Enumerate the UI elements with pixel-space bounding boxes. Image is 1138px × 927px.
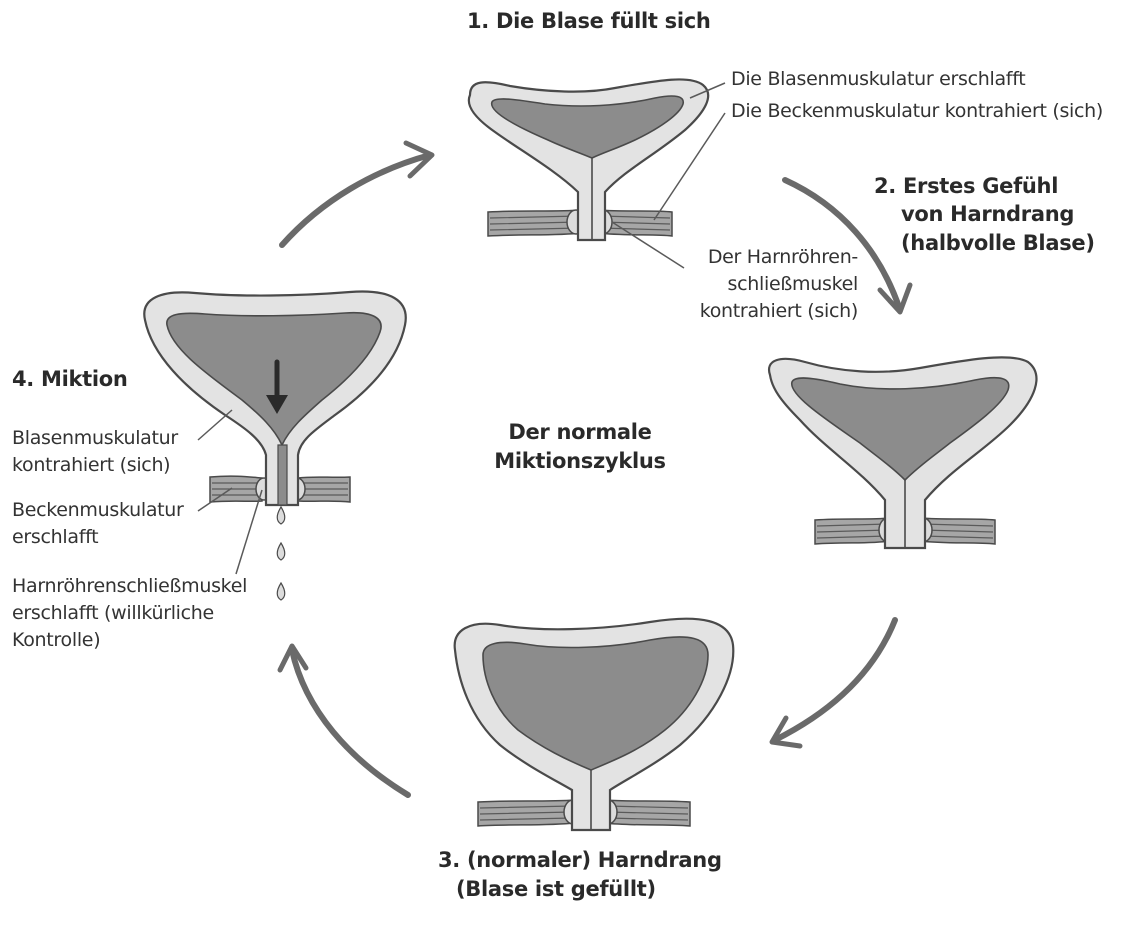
bladder-1-filling	[469, 79, 708, 240]
bladder-3-full	[455, 619, 734, 830]
stage-4-callout-bladder-muscle: Blasenmuskulatur kontrahiert (sich)	[12, 425, 178, 479]
leader-line-4a	[198, 410, 232, 440]
stage-2-heading-line: (halbvolle Blase)	[874, 229, 1095, 257]
urine-drops-4	[277, 507, 285, 600]
center-title-line: Miktionszyklus	[480, 447, 680, 476]
stage-1-heading: 1. Die Blase füllt sich	[467, 8, 711, 34]
stage-2-heading-line: von Harndrang	[874, 200, 1095, 228]
stage-4-callout-line: Blasenmuskulatur	[12, 425, 178, 452]
stage-1-callout-bladder-muscle: Die Blasenmuskulatur erschlafft	[731, 68, 1025, 92]
bladder-2-half-full	[769, 357, 1036, 548]
stage-4-callout-line: erschlafft (willkürliche	[12, 600, 247, 627]
stage-3-heading-line: (Blase ist gefüllt)	[438, 875, 722, 904]
bladder-4-voiding	[144, 292, 405, 600]
stage-1-callout-line: Die Beckenmuskulatur kontrahiert (sich)	[731, 100, 1103, 124]
stage-4-callout-line: erschlafft	[12, 524, 184, 551]
center-title-line: Der normale	[480, 418, 680, 447]
stage-2-heading: 2. Erstes Gefühl von Harndrang (halbvoll…	[874, 172, 1095, 257]
stage-4-callout-sphincter: Harnröhrenschließmuskel erschlafft (will…	[12, 573, 247, 654]
pelvic-muscle-right-3	[605, 800, 690, 826]
stage-4-callout-line: Harnröhrenschließmuskel	[12, 573, 247, 600]
stage-4-callout-line: Beckenmuskulatur	[12, 497, 184, 524]
stage-4-callout-pelvic-muscle: Beckenmuskulatur erschlafft	[12, 497, 184, 551]
cycle-arrow-2-to-3	[775, 620, 895, 740]
stage-2-callout-line: schließmuskel	[680, 271, 858, 298]
pelvic-muscle-left-3	[478, 800, 575, 826]
stage-1-callout-pelvic-muscle: Die Beckenmuskulatur kontrahiert (sich)	[731, 100, 1103, 124]
cycle-arrow-3-to-4	[292, 650, 408, 795]
stage-4-heading-line: 4. Miktion	[12, 366, 128, 392]
stage-4-callout-line: Kontrolle)	[12, 627, 247, 654]
stage-2-callout-line: Der Harnröhren-	[680, 244, 858, 271]
cycle-arrow-4-to-1	[282, 155, 430, 245]
stage-3-heading-line: 3. (normaler) Harndrang	[438, 846, 722, 875]
stage-1-callout-line: Die Blasenmuskulatur erschlafft	[731, 68, 1025, 92]
stage-2-callout-sphincter: Der Harnröhren- schließmuskel kontrahier…	[680, 244, 858, 325]
center-title: Der normale Miktionszyklus	[480, 418, 680, 477]
urine-flow-4	[278, 445, 287, 505]
stage-4-heading: 4. Miktion	[12, 366, 128, 392]
stage-3-heading: 3. (normaler) Harndrang (Blase ist gefül…	[438, 846, 722, 905]
stage-2-callout-line: kontrahiert (sich)	[680, 298, 858, 325]
stage-4-callout-line: kontrahiert (sich)	[12, 452, 178, 479]
leader-line-4c	[236, 490, 262, 574]
stage-2-heading-line: 2. Erstes Gefühl	[874, 172, 1095, 200]
pelvic-muscle-right-4	[298, 477, 350, 502]
stage-1-heading-line: 1. Die Blase füllt sich	[467, 8, 711, 34]
